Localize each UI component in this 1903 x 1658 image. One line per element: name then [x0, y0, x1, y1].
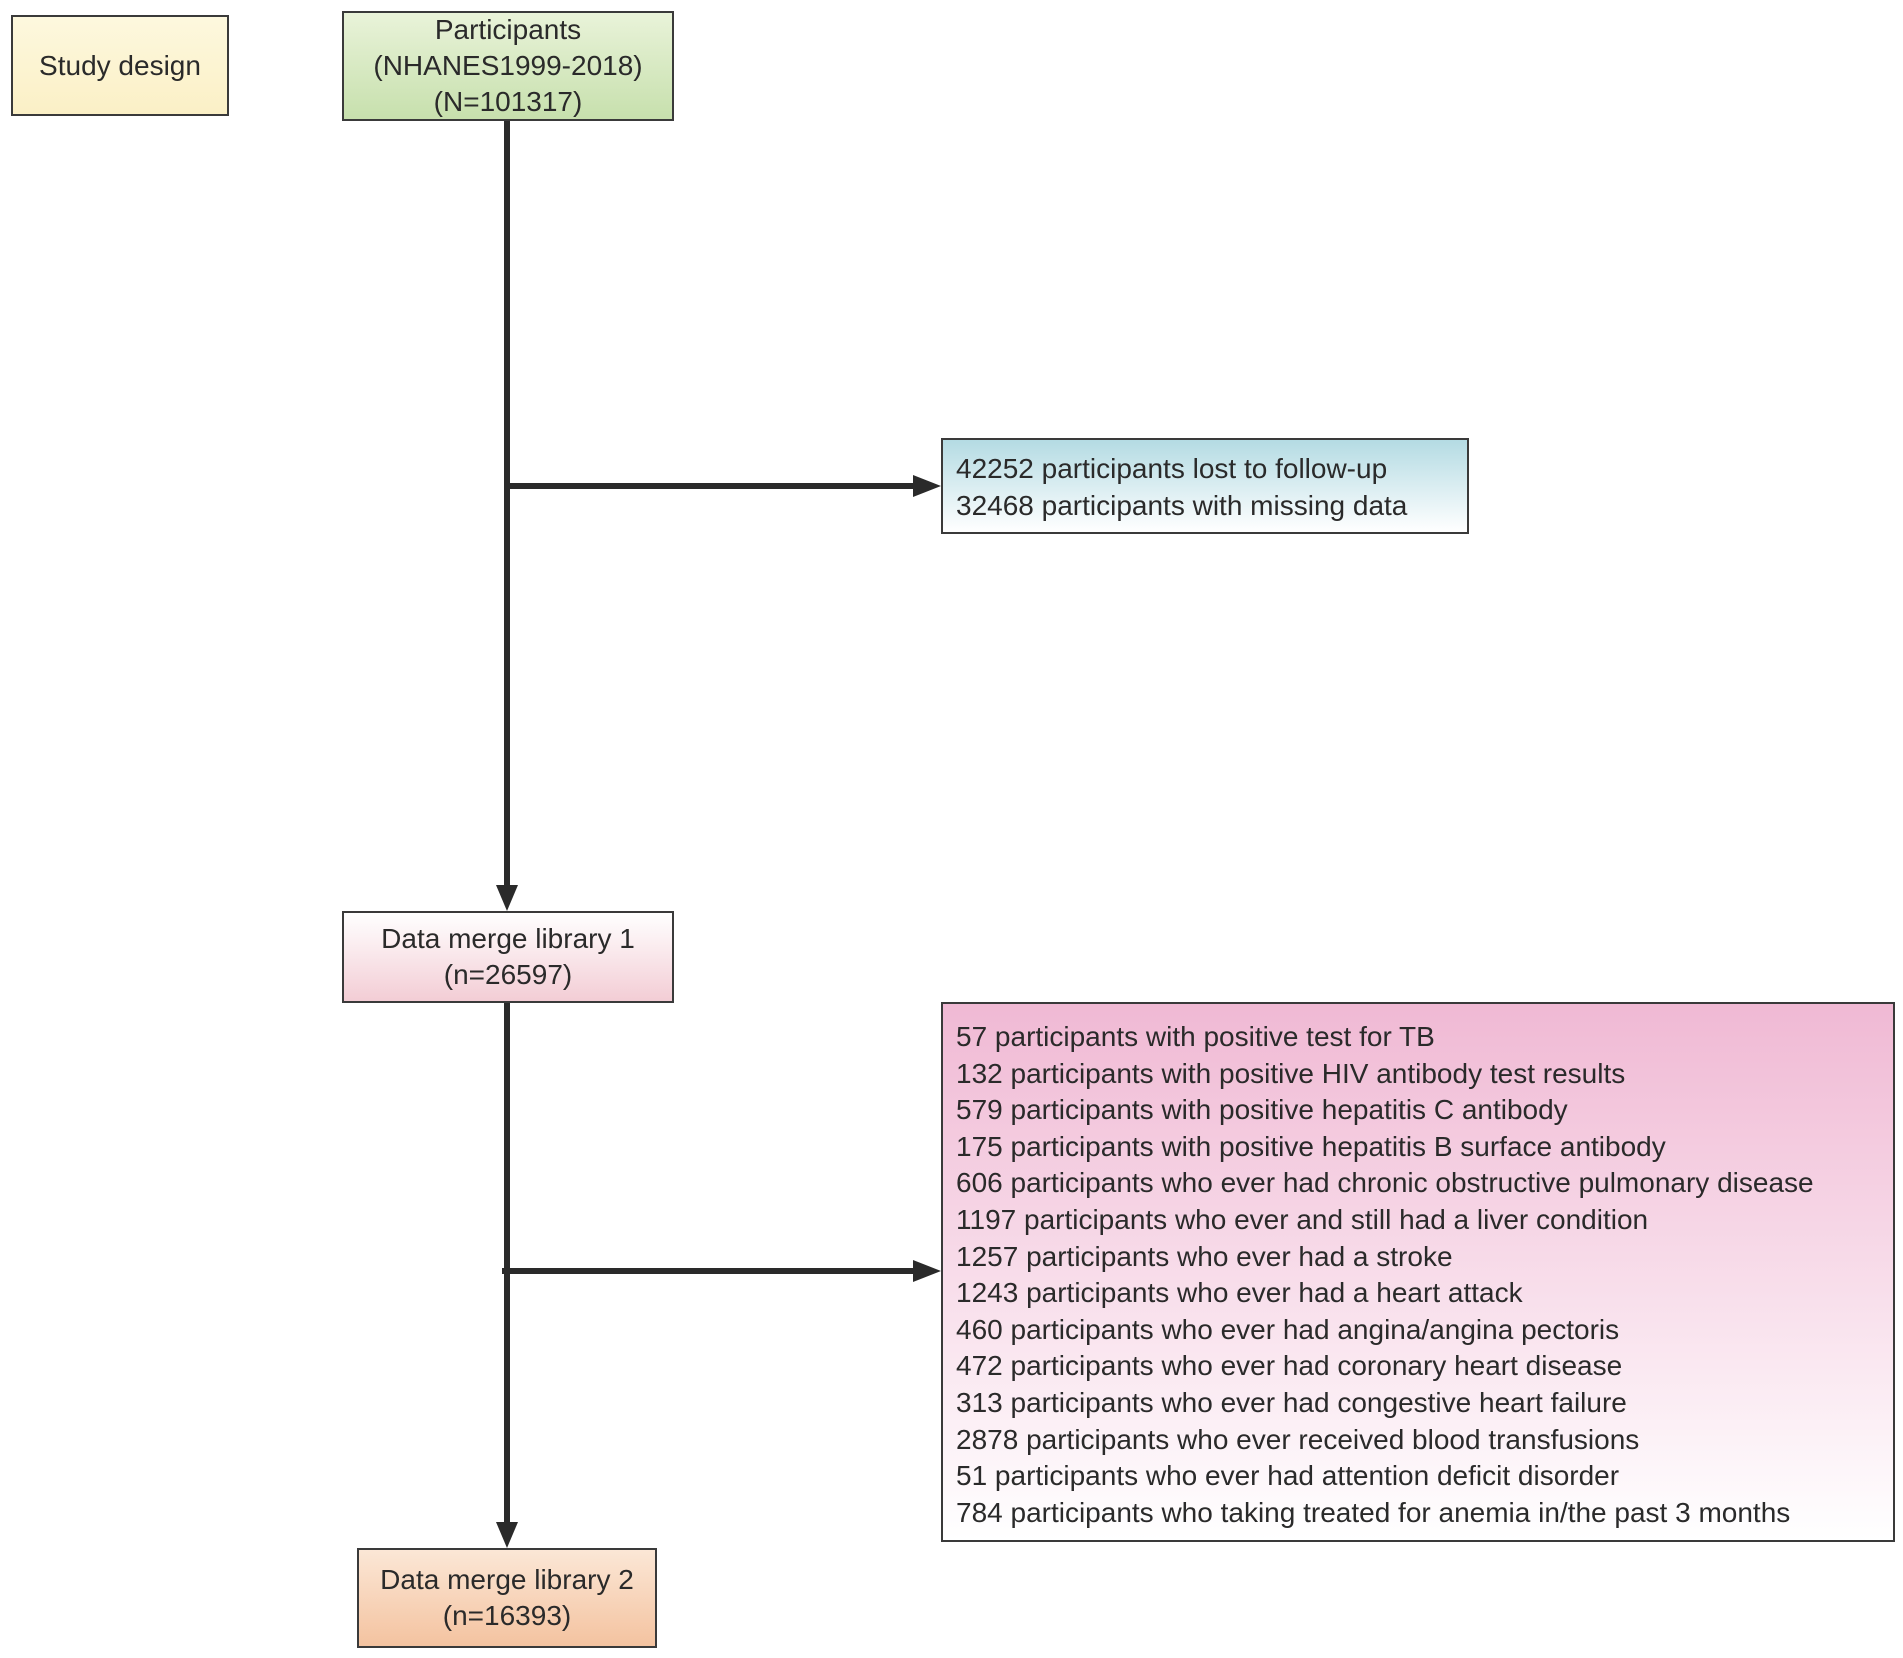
study-design-box: Study design: [11, 15, 229, 116]
exclusion-item: 1257 participants who ever had a stroke: [956, 1240, 1453, 1272]
exclusion-item: 42252 participants lost to follow-up: [956, 453, 1388, 484]
exclusion-item: 472 participants who ever had coronary h…: [956, 1350, 1623, 1382]
exclusion-item: 784 participants who taking treated for …: [956, 1496, 1791, 1528]
first-exclusion-box: 42252 participants lost to follow-up 324…: [941, 438, 1469, 534]
arrowhead-to-first-exclusion: [913, 475, 941, 497]
participants-count: (N=101317): [433, 86, 583, 117]
exclusion-item: 579 participants with positive hepatitis…: [956, 1094, 1568, 1126]
merge-library-1-title: Data merge library 1: [381, 923, 635, 954]
merge-library-2-box: Data merge library 2 (n=16393): [357, 1548, 657, 1648]
merge-library-2-count: (n=16393): [442, 1600, 572, 1631]
exclusion-item: 51 participants who ever had attention d…: [956, 1460, 1620, 1492]
exclusion-item: 606 participants who ever had chronic ob…: [956, 1167, 1814, 1199]
merge-library-1-box: Data merge library 1 (n=26597): [342, 911, 674, 1003]
exclusion-item: 2878 participants who ever received bloo…: [956, 1423, 1640, 1455]
arrowhead-to-merge-library-1: [496, 885, 518, 911]
participants-box: Participants (NHANES1999-2018) (N=101317…: [342, 11, 674, 121]
second-exclusion-box: 57 participants with positive test for T…: [941, 1002, 1895, 1542]
exclusion-item: 1197 participants who ever and still had…: [956, 1203, 1649, 1235]
exclusion-item: 313 participants who ever had congestive…: [956, 1386, 1627, 1418]
participants-source: (NHANES1999-2018): [373, 50, 643, 81]
participants-title: Participants: [434, 14, 582, 45]
arrowhead-to-merge-library-2: [496, 1522, 518, 1548]
merge-library-1-count: (n=26597): [443, 959, 573, 990]
arrowhead-to-second-exclusion: [913, 1260, 941, 1282]
study-design-label: Study design: [39, 49, 201, 81]
exclusion-item: 460 participants who ever had angina/ang…: [956, 1313, 1620, 1345]
merge-library-2-title: Data merge library 2: [380, 1564, 634, 1595]
exclusion-item: 57 participants with positive test for T…: [956, 1021, 1435, 1052]
exclusion-item: 1243 participants who ever had a heart a…: [956, 1277, 1523, 1309]
exclusion-item: 32468 participants with missing data: [956, 489, 1408, 521]
exclusion-item: 132 participants with positive HIV antib…: [956, 1057, 1626, 1089]
exclusion-item: 175 participants with positive hepatitis…: [956, 1130, 1666, 1162]
